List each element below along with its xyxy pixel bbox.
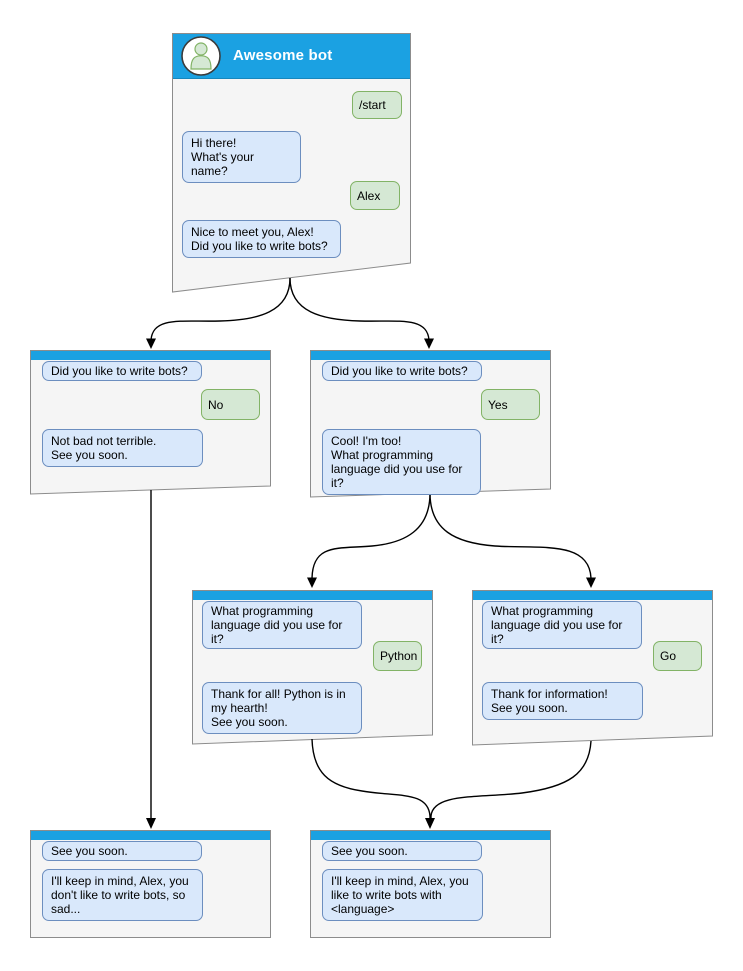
bot-message-bubble: What programming language did you use fo… [482, 601, 642, 649]
bot-avatar [181, 36, 221, 76]
bot-message-bubble: Cool! I'm too! What programming language… [322, 429, 481, 495]
root-window-header: Awesome bot [173, 34, 410, 79]
bot-message-bubble: Hi there! What's your name? [182, 131, 301, 183]
end-no-node-titlebar [31, 831, 270, 840]
bot-message-bubble: Nice to meet you, Alex! Did you like to … [182, 220, 341, 258]
arrowhead-icon [425, 818, 435, 829]
user-message-bubble: Python [373, 641, 422, 671]
bot-message-bubble: I'll keep in mind, Alex, you don't like … [42, 869, 203, 921]
bot-message-bubble: Thank for information! See you soon. [482, 682, 643, 720]
bot-message-bubble: See you soon. [42, 841, 202, 861]
connector-python-to-end [311, 738, 431, 822]
connector-yes-to-go [429, 492, 592, 583]
bot-message-bubble: What programming language did you use fo… [202, 601, 362, 649]
connector-root-to-no [150, 277, 291, 345]
user-message-bubble: Yes [481, 389, 540, 420]
python-node-titlebar [193, 591, 432, 600]
arrowhead-icon [146, 338, 156, 349]
user-message-bubble: Alex [350, 181, 400, 210]
bot-message-bubble: Did you like to write bots? [322, 361, 482, 381]
bot-message-bubble: Not bad not terrible. See you soon. [42, 429, 203, 467]
arrowhead-icon [146, 818, 156, 829]
arrowhead-icon [424, 338, 434, 349]
user-message-bubble: No [201, 389, 260, 420]
bot-message-bubble: Thank for all! Python is in my hearth! S… [202, 682, 362, 734]
arrowhead-icon [307, 577, 317, 588]
bot-message-bubble: See you soon. [322, 841, 482, 861]
connector-go-to-end [430, 740, 592, 822]
bot-message-bubble: Did you like to write bots? [42, 361, 202, 381]
go-node-titlebar [473, 591, 712, 600]
yes-node-titlebar [311, 351, 550, 360]
connector-yes-to-python [311, 492, 431, 583]
user-message-bubble: Go [653, 641, 702, 671]
root-window-title: Awesome bot [233, 47, 333, 64]
end-yes-node-titlebar [311, 831, 550, 840]
no-node-titlebar [31, 351, 270, 360]
arrowhead-icon [586, 577, 596, 588]
user-message-bubble: /start [352, 91, 402, 119]
connector-root-to-yes [289, 277, 430, 345]
bot-message-bubble: I'll keep in mind, Alex, you like to wri… [322, 869, 483, 921]
person-icon [190, 42, 212, 70]
